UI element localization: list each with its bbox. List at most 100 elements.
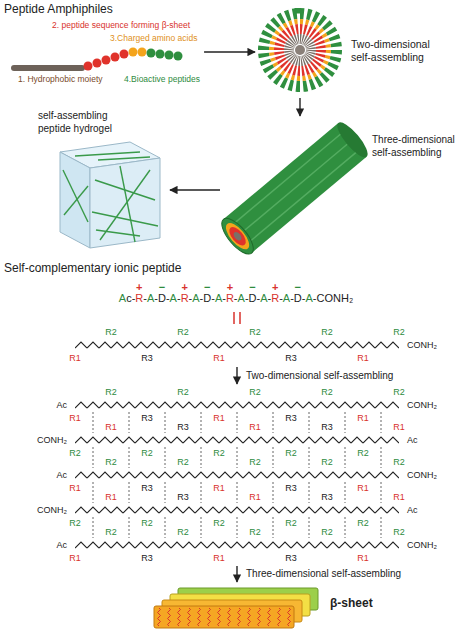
side-chain-label: R1 xyxy=(356,413,370,423)
section-heading: Peptide Amphiphiles xyxy=(4,3,113,17)
hydrogen-bonds xyxy=(75,412,399,433)
fiber-section xyxy=(226,224,249,248)
node-label: Two-dimensional self-assembling xyxy=(351,38,451,64)
side-chain-label: CONH₂ xyxy=(407,340,437,350)
sequence-letter: H xyxy=(341,292,349,304)
side-chain-label: R1 xyxy=(392,492,406,502)
hydrogen-bonds xyxy=(75,482,399,503)
micelle xyxy=(264,14,337,87)
side-chain-label: R2 xyxy=(104,527,118,537)
side-chain-label: R1 xyxy=(68,413,82,423)
node-label: 4.Bioactive peptides xyxy=(124,74,200,85)
side-chain-label: R1 xyxy=(212,413,226,423)
side-chain-label: R2 xyxy=(392,327,406,337)
nanofiber: Three-dimensional self-assembling xyxy=(220,116,474,256)
sequence-letter: D xyxy=(294,292,302,304)
sequence-letter: - xyxy=(189,292,193,304)
bioactive-shell xyxy=(264,14,337,87)
peptide-backbone xyxy=(75,435,399,445)
fiber-stripe xyxy=(240,142,350,235)
hydrophobic-tail xyxy=(14,65,82,71)
side-chain-label: R2 xyxy=(320,457,334,467)
cube-face xyxy=(60,152,90,248)
peptide-backbone xyxy=(75,400,399,410)
side-chain-label: R3 xyxy=(284,353,298,363)
side-chain-label: R2 xyxy=(176,327,190,337)
side-chain-label: R2 xyxy=(176,457,190,467)
side-chain-label: R1 xyxy=(68,483,82,493)
fiber-section xyxy=(232,230,243,242)
hydrogel-cube: self-assembling peptide hydrogel xyxy=(10,106,170,256)
side-chain-label: R1 xyxy=(68,553,82,563)
flow-arrow xyxy=(204,51,255,52)
side-chain-label: Ac xyxy=(56,400,67,410)
charged-shell xyxy=(272,22,329,79)
side-chain-label: R1 xyxy=(104,492,118,502)
hydrogen-bonds xyxy=(75,517,399,538)
sequence-letter: A xyxy=(283,292,290,304)
side-chain-label: CONH₂ xyxy=(37,435,67,445)
node-label: 3.Charged amino acids xyxy=(110,33,197,44)
sequence-letter: A xyxy=(147,292,154,304)
side-chain-label: R2 xyxy=(248,387,262,397)
sequence-letter: - xyxy=(177,292,181,304)
side-chain-label: R2 xyxy=(68,448,82,458)
sequence-letter: - xyxy=(132,292,136,304)
amphiphile-molecule xyxy=(14,48,183,71)
step-label: Three-dimensional self-assembling xyxy=(246,568,401,580)
side-chain-label: R1 xyxy=(212,483,226,493)
charge-sign: − xyxy=(204,281,210,294)
side-chain-label: R2 xyxy=(356,448,370,458)
side-chain-label: R1 xyxy=(68,353,82,363)
side-chain-label: R1 xyxy=(212,353,226,363)
side-chain-label: R2 xyxy=(356,518,370,528)
side-chain-label: R3 xyxy=(140,483,154,493)
side-chain-label: R2 xyxy=(392,387,406,397)
side-chain-label: R2 xyxy=(248,457,262,467)
side-chain-label: R3 xyxy=(176,422,190,432)
sequence-letter: A xyxy=(305,292,312,304)
sequence-letter: R xyxy=(226,292,234,304)
side-chain-label: R2 xyxy=(104,327,118,337)
sequence-letter: R xyxy=(135,292,143,304)
sequence-letter: - xyxy=(279,292,283,304)
fiber-end xyxy=(333,118,372,161)
side-chain-label: R2 xyxy=(248,327,262,337)
micelle: Two-dimensional self-assembling xyxy=(255,6,467,98)
strand-waves xyxy=(156,608,292,626)
side-chain-label: R2 xyxy=(320,527,334,537)
flow-arrow xyxy=(299,98,300,116)
charge-sign: − xyxy=(159,281,165,294)
sequence-letter: - xyxy=(257,292,261,304)
charged-beads xyxy=(129,48,147,57)
peptide-backbone xyxy=(75,505,399,515)
section-heading: Self-complementary ionic peptide xyxy=(4,262,181,276)
sequence-letter: O xyxy=(324,292,333,304)
charge-sign: + xyxy=(136,281,142,294)
sequence-letter: A xyxy=(215,292,222,304)
side-chain-label: CONH₂ xyxy=(37,505,67,515)
sequence-letter: - xyxy=(200,292,204,304)
sequence-letter: - xyxy=(143,292,147,304)
sequence-letter: - xyxy=(234,292,238,304)
charge-sign: + xyxy=(227,281,233,294)
peptide-backbone xyxy=(75,470,399,480)
side-chain-label: R2 xyxy=(284,518,298,528)
sequence-letter: - xyxy=(222,292,226,304)
side-chain-label: R2 xyxy=(212,448,226,458)
side-chain-label: R3 xyxy=(284,413,298,423)
core-center xyxy=(295,45,305,55)
sequence-letter: - xyxy=(302,292,306,304)
side-chain-label: R3 xyxy=(140,553,154,563)
sequence-letter: - xyxy=(268,292,272,304)
node-label: Ac-R-A-D-A-R-A-D-A-R-A-D-A-R-A-D-A-CONH₂ xyxy=(119,292,353,306)
side-chain-label: R2 xyxy=(68,518,82,528)
node-label: self-assembling peptide hydrogel xyxy=(38,110,130,135)
side-chain-label: CONH₂ xyxy=(407,400,437,410)
side-chain-label: R2 xyxy=(104,387,118,397)
fiber-section xyxy=(222,219,253,253)
beta-sheet-beads xyxy=(84,50,129,71)
peptide-backbone xyxy=(75,540,399,550)
step-label: Two-dimensional self-assembling xyxy=(246,370,393,382)
charge-sign: − xyxy=(295,281,301,294)
